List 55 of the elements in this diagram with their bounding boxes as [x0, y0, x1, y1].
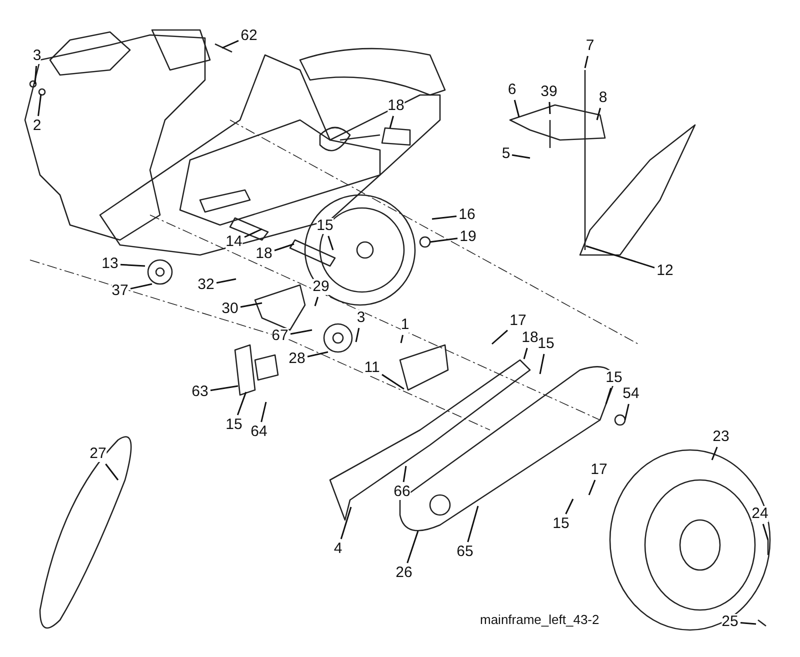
leader-line	[584, 56, 588, 68]
leader-line	[260, 402, 267, 422]
leader-line	[588, 480, 596, 496]
callout-number: 27	[90, 446, 106, 462]
leader-line	[105, 464, 119, 480]
leader-line	[432, 215, 457, 220]
leader-line	[565, 498, 574, 514]
leader-line	[216, 278, 236, 284]
leader-line	[389, 116, 394, 128]
callout-number: 15	[316, 218, 334, 234]
leader-line	[307, 351, 328, 358]
leader-line	[290, 329, 312, 335]
leader-line	[244, 228, 262, 238]
leader-line	[548, 102, 551, 114]
leader-line	[430, 238, 458, 243]
callout-number: 11	[364, 360, 380, 376]
leader-line	[740, 622, 756, 625]
leader-line	[34, 66, 38, 84]
leader-line	[210, 385, 238, 392]
callout-number: 18	[388, 98, 404, 114]
leader-line	[382, 374, 404, 390]
callout-number: 24	[752, 506, 768, 522]
callout-number: 15	[606, 370, 622, 386]
leader-line	[402, 466, 407, 482]
drawing-reference: mainframe_left_43-2	[480, 612, 600, 627]
callout-number: 1	[400, 317, 410, 333]
leader-line	[762, 524, 769, 540]
leader-line	[624, 404, 630, 420]
leader-line	[596, 108, 601, 120]
leader-line	[120, 264, 146, 267]
leader-line	[539, 354, 545, 374]
leader-line	[605, 388, 612, 404]
leader-line	[130, 283, 152, 290]
callout-number: 14	[226, 234, 242, 250]
leader-line	[328, 236, 334, 250]
leader-line	[340, 506, 352, 540]
leader-line	[274, 243, 294, 252]
leader-line	[711, 446, 718, 460]
leader-line	[514, 100, 520, 118]
leader-line	[236, 392, 247, 416]
callout-number: 3	[32, 48, 42, 64]
leader-line	[222, 40, 239, 49]
leader-line	[38, 94, 42, 116]
leader-line	[314, 296, 319, 306]
leader-line	[586, 245, 655, 268]
leader-line	[467, 506, 479, 542]
leader-line	[492, 330, 508, 345]
leader-line	[240, 302, 262, 308]
leader-line	[523, 348, 528, 360]
leader-line	[400, 334, 404, 344]
leader-line	[406, 530, 419, 564]
leader-line	[355, 328, 360, 342]
callout-number: 29	[312, 279, 330, 295]
leader-line	[512, 154, 530, 159]
callout-number: 66	[394, 484, 410, 500]
